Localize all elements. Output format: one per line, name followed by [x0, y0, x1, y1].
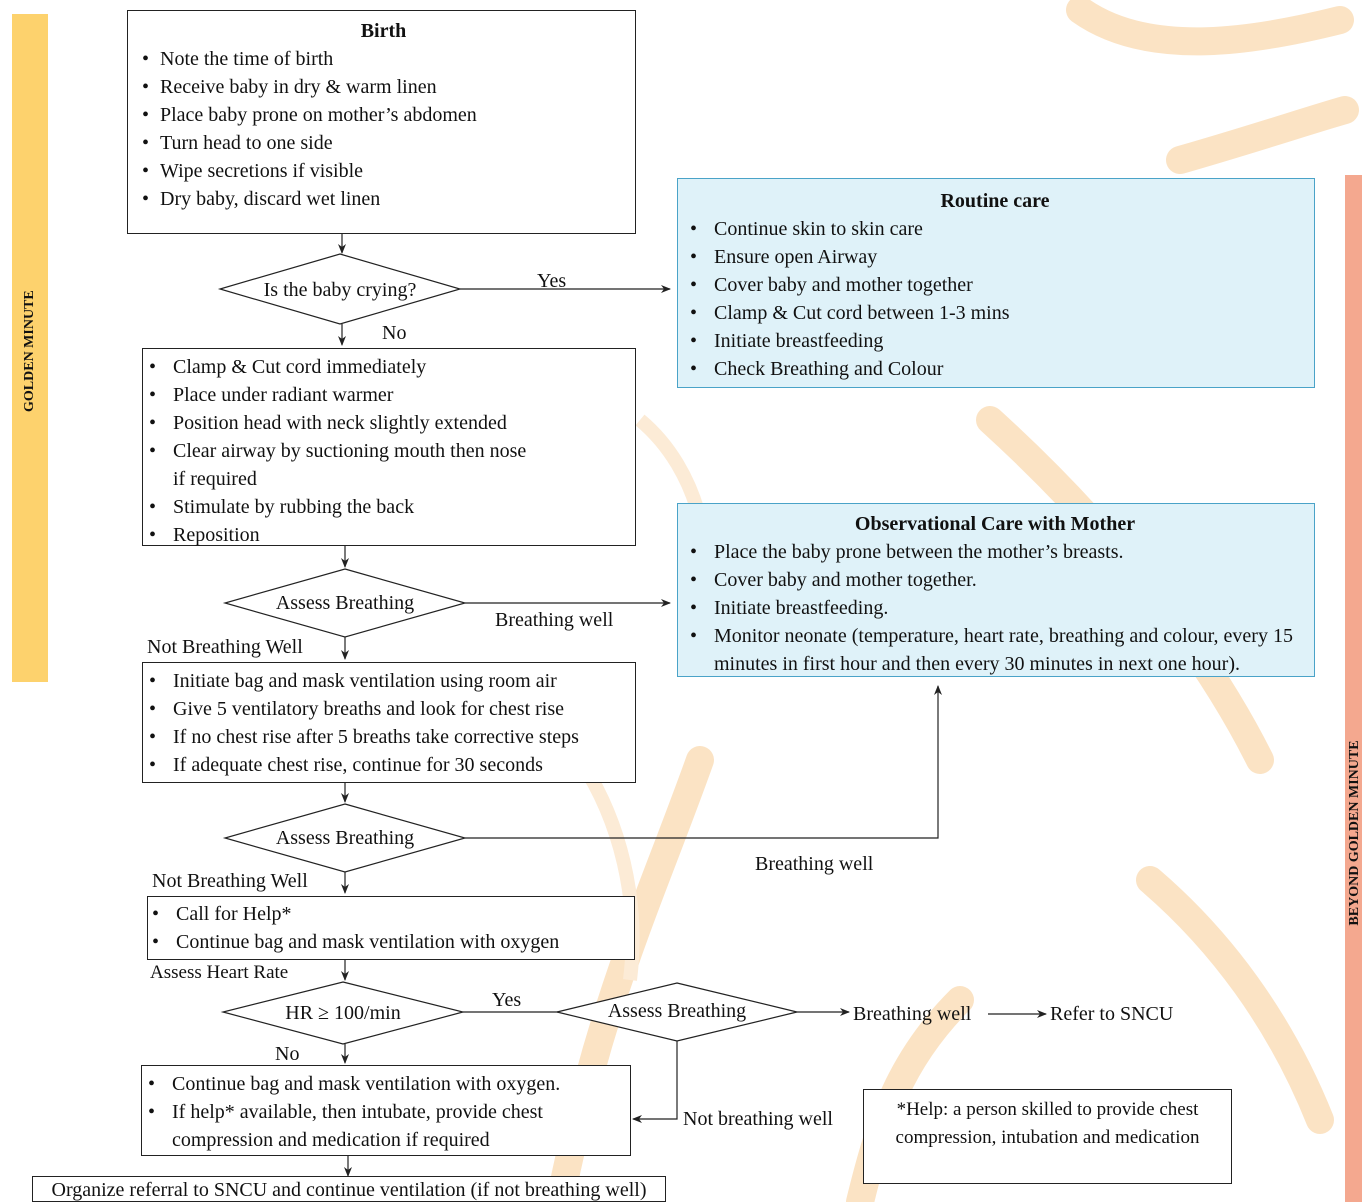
- no-label-2: No: [275, 1043, 300, 1065]
- golden-minute-band: GOLDEN MINUTE: [12, 14, 48, 682]
- list-item: Initiate bag and mask ventilation using …: [149, 667, 629, 695]
- no-label-1: No: [382, 322, 407, 344]
- breathing-well-label-3: Breathing well: [853, 1003, 972, 1025]
- list-item: Initiate breastfeeding.: [690, 594, 1304, 622]
- list-item: Turn head to one side: [142, 129, 625, 157]
- list-item: Give 5 ventilatory breaths and look for …: [149, 695, 629, 723]
- list-item: Dry baby, discard wet linen: [142, 185, 625, 213]
- observational-care-title: Observational Care with Mother: [854, 513, 1136, 535]
- list-item: Wipe secretions if visible: [142, 157, 625, 185]
- routine-list: Continue skin to skin care Ensure open A…: [686, 215, 1304, 383]
- breathing-well-label-2: Breathing well: [755, 853, 874, 875]
- list-item: If no chest rise after 5 breaths take co…: [149, 723, 629, 751]
- ventilation-list: Initiate bag and mask ventilation using …: [149, 667, 629, 779]
- routine-care-title: Routine care: [940, 190, 1050, 212]
- list-item: Check Breathing and Colour: [690, 355, 1304, 383]
- list-item: Clamp & Cut cord immediately: [149, 353, 625, 381]
- refer-sncu-label: Refer to SNCU: [1050, 1003, 1174, 1025]
- list-item: Ensure open Airway: [690, 243, 1304, 271]
- list-item: Call for Help*: [152, 900, 628, 928]
- list-item: Receive baby in dry & warm linen: [142, 73, 625, 101]
- call-help-box: Call for Help* Continue bag and mask ven…: [147, 896, 635, 960]
- decision-assess-3-label: Assess Breathing: [607, 1000, 747, 1022]
- ventilation-box: Initiate bag and mask ventilation using …: [142, 662, 636, 783]
- list-item: Cover baby and mother together.: [690, 566, 1304, 594]
- not-breathing-well-label-1: Not Breathing Well: [147, 636, 303, 658]
- list-item: Continue skin to skin care: [690, 215, 1304, 243]
- list-item: Place the baby prone between the mother’…: [690, 538, 1304, 566]
- list-item: Place baby prone on mother’s abdomen: [142, 101, 625, 129]
- birth-list: Note the time of birth Receive baby in d…: [142, 45, 625, 213]
- yes-label-1: Yes: [537, 270, 567, 292]
- routine-care-box: Routine care Continue skin to skin care …: [677, 178, 1315, 388]
- list-item: Stimulate by rubbing the back: [149, 493, 625, 521]
- observational-care-box: Observational Care with Mother Place the…: [677, 503, 1315, 677]
- assess-heart-rate-label: Assess Heart Rate: [150, 962, 289, 983]
- final-referral-box: Organize referral to SNCU and continue v…: [32, 1176, 666, 1202]
- not-breathing-well-label-2: Not Breathing Well: [152, 870, 308, 892]
- help-note-text: *Help: a person skilled to provide chest…: [895, 1099, 1200, 1148]
- advanced-care-list: Continue bag and mask ventilation with o…: [148, 1070, 624, 1154]
- list-item: Place under radiant warmer: [149, 381, 625, 409]
- birth-title: Birth: [360, 20, 407, 42]
- decision-hr: [220, 981, 466, 1045]
- help-note-box: *Help: a person skilled to provide chest…: [863, 1089, 1232, 1184]
- list-item: Initiate breastfeeding: [690, 327, 1304, 355]
- list-item: Position head with neck slightly extende…: [149, 409, 625, 437]
- list-item: If help* available, then intubate, provi…: [148, 1098, 624, 1154]
- initial-steps-list: Clamp & Cut cord immediately Place under…: [149, 353, 625, 549]
- list-item: Clamp & Cut cord between 1-3 mins: [690, 299, 1304, 327]
- decision-hr-label: HR ≥ 100/min: [285, 1002, 401, 1024]
- yes-label-2: Yes: [492, 989, 522, 1011]
- decision-assess-2-label: Assess Breathing: [275, 827, 415, 849]
- decision-crying-label: Is the baby crying?: [263, 279, 417, 301]
- list-item: Continue bag and mask ventilation with o…: [148, 1070, 624, 1098]
- decision-assess-1-label: Assess Breathing: [275, 592, 415, 614]
- birth-box: Birth Note the time of birth Receive bab…: [127, 10, 636, 234]
- breathing-well-label-1: Breathing well: [495, 609, 614, 631]
- list-item: Clear airway by suctioning mouth then no…: [149, 437, 543, 493]
- list-item: Note the time of birth: [142, 45, 625, 73]
- final-referral-text: Organize referral to SNCU and continue v…: [51, 1179, 647, 1201]
- initial-steps-box: Clamp & Cut cord immediately Place under…: [142, 348, 636, 549]
- not-breathing-well-label-3: Not breathing well: [683, 1108, 833, 1130]
- observational-list: Place the baby prone between the mother’…: [686, 538, 1304, 678]
- list-item: Cover baby and mother together: [690, 271, 1304, 299]
- list-item: Continue bag and mask ventilation with o…: [152, 928, 628, 956]
- list-item: Monitor neonate (temperature, heart rate…: [690, 622, 1304, 678]
- advanced-care-box: Continue bag and mask ventilation with o…: [141, 1065, 631, 1156]
- decision-crying: [217, 253, 463, 325]
- list-item: Reposition: [149, 521, 625, 549]
- list-item: If adequate chest rise, continue for 30 …: [149, 751, 629, 779]
- call-help-list: Call for Help* Continue bag and mask ven…: [152, 900, 628, 956]
- beyond-golden-minute-band: BEYOND GOLDEN MINUTE: [1345, 175, 1362, 1202]
